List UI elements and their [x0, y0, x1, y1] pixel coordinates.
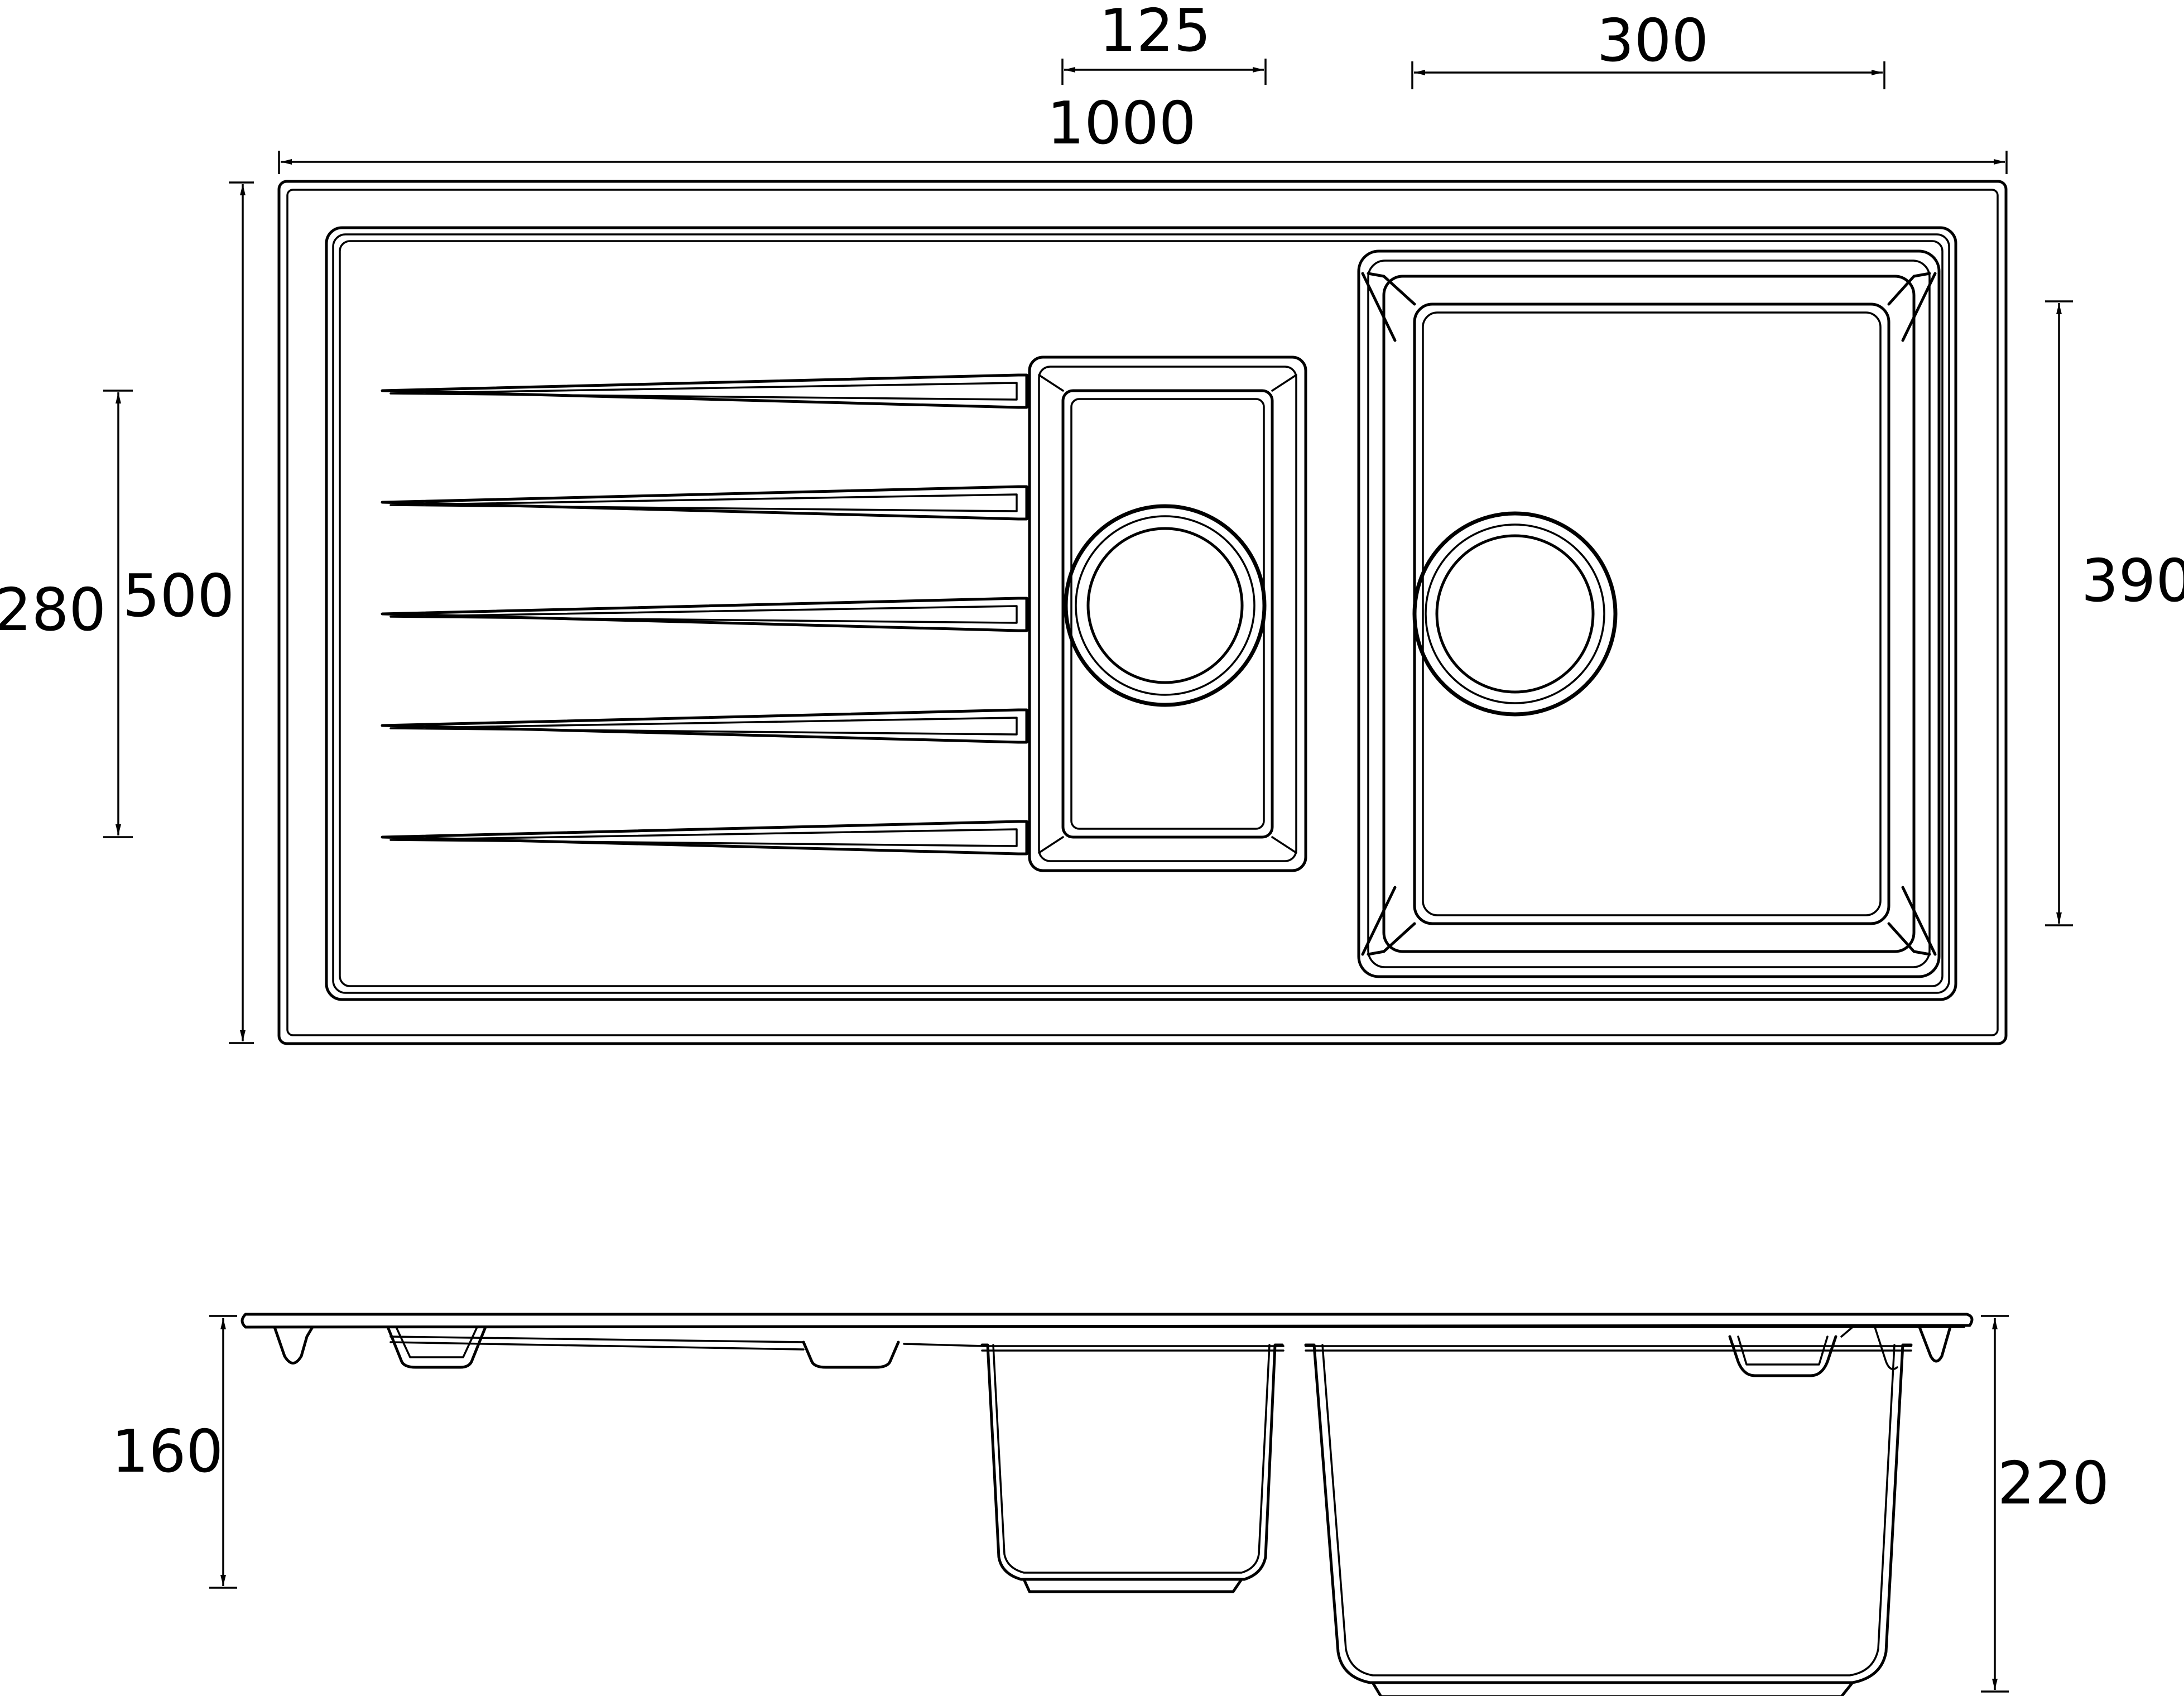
drainer-groove — [381, 597, 1028, 632]
deck-rim — [240, 1313, 1974, 1329]
label-large-bowl-depth: 220 — [1998, 1449, 2109, 1517]
small-bowl-plan — [1028, 355, 1307, 872]
support-rib — [1918, 1325, 1952, 1363]
drainer-grooves — [381, 373, 1028, 856]
sink-outline-inner — [286, 189, 1999, 1036]
drainer-groove — [381, 820, 1028, 856]
label-small-bowl-width: 125 — [1099, 0, 1211, 65]
drainer-groove — [381, 373, 1028, 409]
dimension-lines-plan — [103, 59, 2073, 1044]
support-rib — [386, 1325, 487, 1369]
drainer-groove — [381, 708, 1028, 744]
plan-view: 1000 125 300 500 280 390 — [0, 0, 2184, 1045]
section-view: 160 220 — [112, 1313, 2109, 1696]
deck-recess-outer — [325, 226, 1957, 1001]
small-bowl-waste-inner — [1086, 527, 1244, 684]
large-bowl-plan — [1357, 249, 1941, 978]
label-overall-width: 1000 — [1047, 89, 1196, 157]
large-bowl-waste-inner — [1435, 534, 1595, 694]
large-bowl-waste-outer — [1412, 511, 1618, 717]
drainer-groove — [381, 485, 1028, 521]
support-rib — [802, 1341, 900, 1369]
small-bowl-waste-outer — [1064, 504, 1267, 707]
deck-recess-mid — [332, 233, 1950, 994]
label-large-bowl-width: 300 — [1597, 7, 1709, 75]
label-small-bowl-depth: 160 — [112, 1418, 223, 1486]
label-large-bowl-length: 390 — [2081, 547, 2184, 615]
deck-recess-inner — [339, 240, 1944, 987]
support-rib — [1728, 1335, 1837, 1377]
label-overall-depth: 500 — [123, 562, 234, 630]
label-drainer-length: 280 — [0, 576, 106, 644]
support-rib — [273, 1325, 314, 1365]
dimension-lines-section — [209, 1315, 2009, 1693]
large-bowl-section — [1304, 1343, 1913, 1696]
small-bowl-section — [980, 1343, 1285, 1593]
sink-outline-outer — [277, 180, 2008, 1045]
